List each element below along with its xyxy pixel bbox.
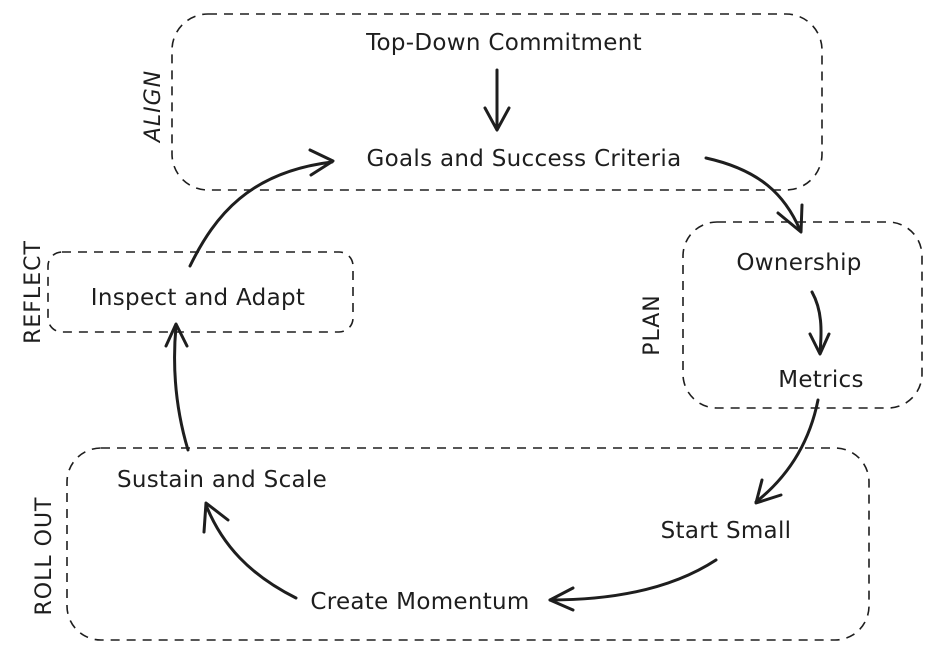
reflect-group-box bbox=[47, 251, 354, 333]
arrow-metrics-to-start-small bbox=[754, 398, 820, 504]
reflect-group-label: REFLECT bbox=[21, 240, 46, 344]
sustain-and-scale-label: Sustain and Scale bbox=[117, 467, 327, 493]
arrow-goals-to-ownership bbox=[704, 156, 802, 232]
create-momentum-label: Create Momentum bbox=[310, 589, 529, 615]
arrow-sustain-to-inspect bbox=[173, 324, 190, 452]
arrowhead-goals-to-ownership bbox=[776, 203, 804, 234]
metrics-label: Metrics bbox=[778, 367, 864, 393]
goals-success-criteria-label: Goals and Success Criteria bbox=[367, 146, 682, 172]
arrowhead-topdown-to-goals bbox=[483, 106, 511, 132]
inspect-and-adapt-label: Inspect and Adapt bbox=[91, 285, 305, 311]
arrow-create-momentum-to-sustain bbox=[204, 503, 298, 600]
plan-group-label: PLAN bbox=[640, 294, 665, 356]
arrowhead-inspect-to-goals bbox=[308, 148, 335, 177]
arrowhead-ownership-to-metrics bbox=[808, 332, 831, 356]
align-group-box bbox=[171, 13, 823, 191]
align-group-label: ALIGN bbox=[141, 70, 166, 144]
arrow-start-small-to-create-momentum bbox=[548, 558, 718, 602]
roll-out-group-box bbox=[66, 447, 870, 641]
ownership-label: Ownership bbox=[736, 250, 861, 276]
arrowhead-sustain-to-inspect bbox=[164, 322, 189, 348]
top-down-commitment-label: Top-Down Commitment bbox=[365, 30, 642, 56]
arrowhead-metrics-to-start-small bbox=[754, 478, 783, 505]
roll-out-group-label: ROLL OUT bbox=[32, 497, 57, 616]
arrowhead-create-momentum-to-sustain bbox=[202, 501, 230, 534]
arrow-inspect-to-goals bbox=[188, 160, 334, 268]
arrowhead-start-small-to-create-momentum bbox=[548, 586, 575, 612]
start-small-label: Start Small bbox=[661, 518, 792, 544]
arrow-ownership-to-metrics bbox=[810, 290, 823, 354]
